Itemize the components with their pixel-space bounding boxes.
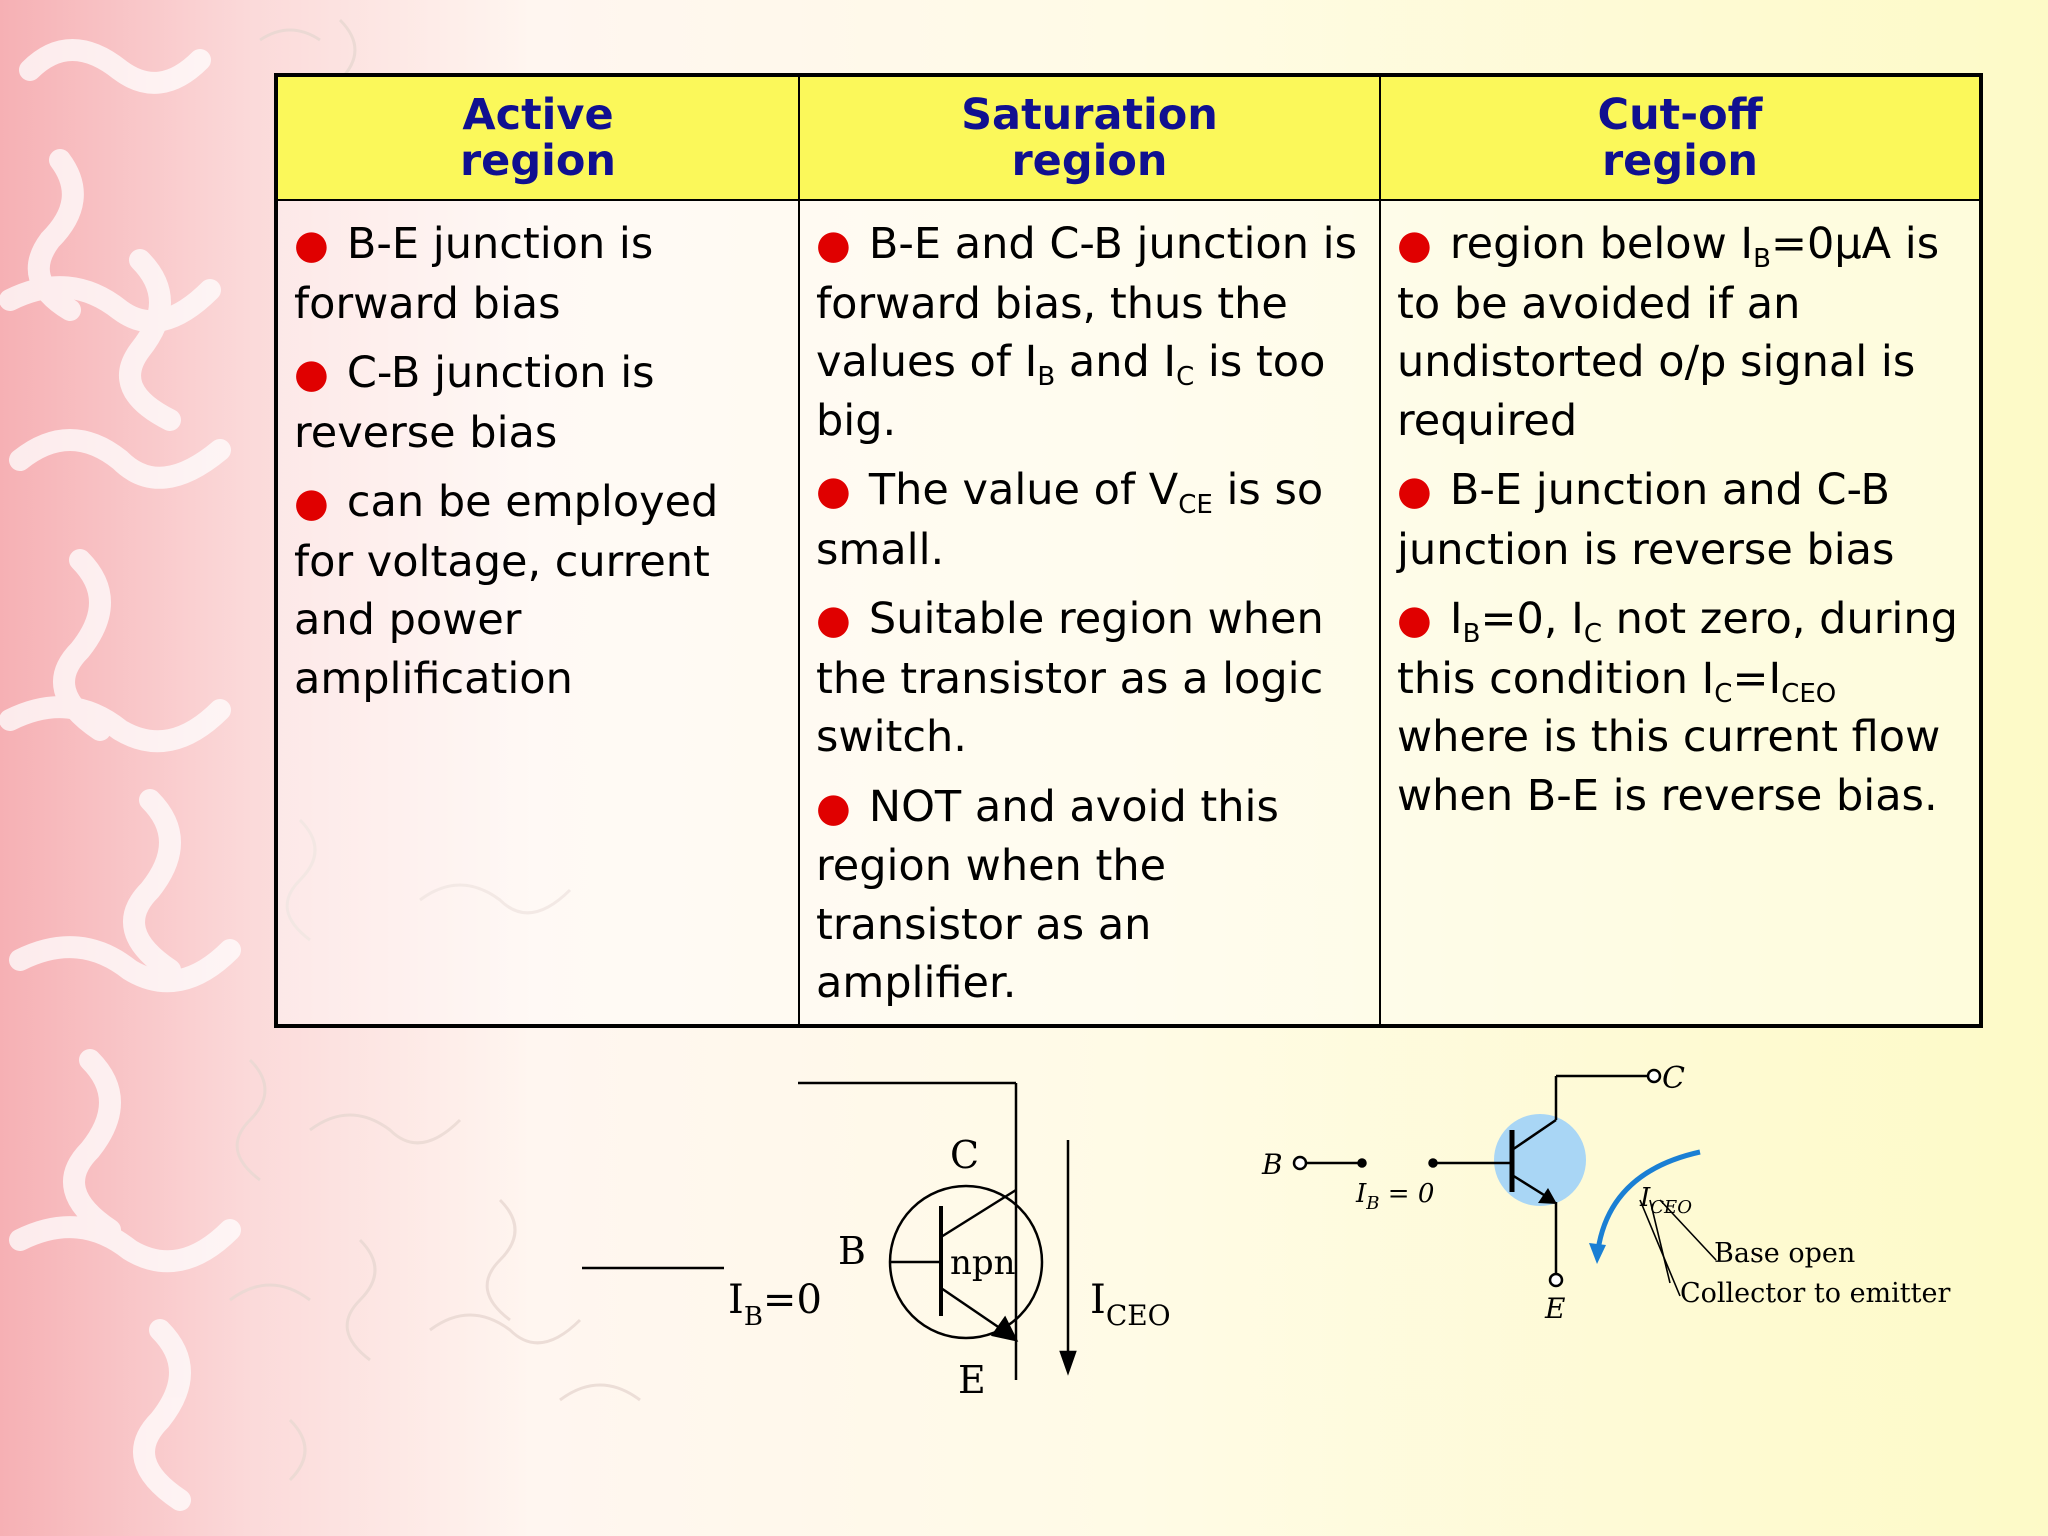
active-point-text: can be employed for voltage, current and…	[294, 477, 719, 704]
bullet-icon: ●	[1397, 222, 1432, 268]
label-b: B	[838, 1229, 866, 1273]
active-point: ●B-E junction is forward bias	[294, 215, 784, 333]
iceo-arrow-icon	[1059, 1350, 1077, 1376]
collector-lead	[1511, 1118, 1557, 1152]
cutoff-region-cell: ●region below IB=0µA is to be avoided if…	[1379, 199, 1982, 1027]
active-point-text: B-E junction is forward bias	[294, 219, 654, 329]
cutoff-point-text: region below I	[1449, 219, 1754, 269]
label-ib: IB=0	[728, 1277, 822, 1332]
open-point	[1357, 1158, 1367, 1168]
transistor-regions-table: Active region Saturation region Cut-off …	[274, 73, 1983, 1028]
bullet-icon: ●	[1397, 468, 1432, 514]
table-header-row: Active region Saturation region Cut-off …	[275, 74, 1982, 201]
header-saturation-region: Saturation region	[798, 74, 1381, 201]
label-iceo: ICEO	[1639, 1183, 1692, 1218]
note-collector-to-emitter: Collector to emitter	[1680, 1278, 1950, 1309]
saturation-point: ●NOT and avoid this region when the tran…	[816, 778, 1365, 1013]
subscript: C	[1583, 619, 1602, 649]
active-region-cell: ●B-E junction is forward bias ●C-B junct…	[275, 199, 800, 1027]
bullet-icon: ●	[816, 597, 851, 643]
subscript: CEO	[1781, 678, 1837, 709]
collector-terminal	[1646, 1068, 1662, 1084]
saturation-point-text: and I	[1055, 337, 1177, 387]
ib-main: I	[1355, 1179, 1367, 1209]
ib-main: I	[728, 1277, 744, 1323]
label-c: C	[950, 1133, 979, 1177]
iceo-arrow	[1595, 1149, 1701, 1251]
saturation-point-text: NOT and avoid this region when the trans…	[816, 781, 1279, 1009]
active-point-text: C-B junction is reverse bias	[294, 348, 655, 458]
cutoff-point-text: =I	[1732, 653, 1782, 704]
active-point: ●C-B junction is reverse bias	[294, 344, 784, 462]
subscript: B	[1037, 362, 1056, 392]
saturation-point: ● The value of VCE is so small.	[816, 461, 1365, 579]
cutoff-point: ●IB=0, IC not zero, during this conditio…	[1397, 590, 1965, 825]
iceo-sub: CEO	[1106, 1299, 1171, 1332]
saturation-point-text: The value of V	[868, 465, 1179, 515]
cutoff-point-text: I	[1449, 594, 1463, 644]
cutoff-point-text: =0, I	[1480, 594, 1584, 644]
bullet-icon: ●	[816, 222, 851, 268]
npn-cutoff-schematic	[582, 1081, 1077, 1380]
header-cutoff-region: Cut-off region	[1379, 74, 1982, 201]
saturation-point: ●Suitable region when the transistor as …	[816, 590, 1365, 767]
emitter-arrow-icon	[990, 1315, 1019, 1342]
note-pointer	[1649, 1199, 1671, 1284]
label-e: E	[958, 1358, 986, 1402]
cutoff-point-text: where is this current flow when B-E is r…	[1397, 712, 1941, 821]
base-terminal	[1292, 1155, 1308, 1171]
bullet-icon: ●	[816, 784, 851, 831]
bullet-icon: ●	[294, 351, 329, 397]
cutoff-point-text: =0µA is to be avoided if an undistorted …	[1397, 219, 1940, 446]
saturation-region-cell: ●B-E and C-B junction is forward bias, t…	[798, 199, 1381, 1027]
note-pointer	[1659, 1199, 1717, 1261]
bullet-icon: ●	[294, 222, 329, 268]
note-base-open: Base open	[1714, 1238, 1855, 1269]
ib-rest: =0	[763, 1277, 822, 1323]
saturation-point-text: B-E and C-B junction is forward bias, th…	[816, 219, 1357, 387]
cutoff-point: ● region below IB=0µA is to be avoided if…	[1397, 215, 1965, 450]
iceo-main: I	[1090, 1277, 1106, 1323]
subscript: B	[1753, 244, 1771, 274]
cutoff-point-text: not zero, during this condition I	[1397, 594, 1958, 704]
bullet-icon: ●	[816, 468, 851, 514]
table-body-row: ●B-E junction is forward bias ●C-B junct…	[275, 199, 1982, 1027]
emitter-terminal	[1548, 1272, 1564, 1288]
bullet-icon: ●	[294, 480, 329, 526]
cutoff-point-text: B-E junction and C-B junction is reverse…	[1397, 465, 1895, 575]
label-iceo: ICEO	[1090, 1277, 1171, 1332]
collector-lead	[940, 1188, 1017, 1239]
saturation-point-text: is so small.	[816, 465, 1324, 575]
subscript: C	[1176, 362, 1195, 392]
iceo-arrow-icon	[1589, 1243, 1606, 1264]
saturation-point-text: is too big.	[816, 337, 1326, 446]
subscript: CE	[1178, 490, 1213, 520]
label-b: B	[1261, 1148, 1283, 1181]
saturation-point: ●B-E and C-B junction is forward bias, t…	[816, 215, 1365, 450]
bullet-icon: ●	[1397, 597, 1432, 643]
note-pointer	[1639, 1199, 1681, 1297]
ib-sub: B	[1365, 1193, 1379, 1214]
iceo-main: I	[1639, 1183, 1651, 1213]
label-e: E	[1544, 1292, 1565, 1325]
active-point: ●can be employed for voltage, current an…	[294, 473, 784, 708]
label-c: C	[1662, 1061, 1685, 1096]
header-active-region: Active region	[275, 74, 800, 201]
cutoff-point: ●B-E junction and C-B junction is revers…	[1397, 461, 1965, 579]
label-npn: npn	[950, 1243, 1016, 1283]
subscript: C	[1714, 678, 1733, 709]
iceo-sub: CEO	[1650, 1197, 1692, 1218]
subscript: B	[1462, 619, 1481, 649]
transistor-open-base-schematic	[1292, 1068, 1717, 1297]
emitter-arrow-icon	[1538, 1188, 1557, 1204]
ib-rest: = 0	[1380, 1179, 1435, 1209]
transistor-body	[1494, 1114, 1586, 1206]
ib-sub: B	[744, 1302, 763, 1332]
saturation-point-text: Suitable region when the transistor as a…	[816, 594, 1324, 762]
label-ib: IB = 0	[1355, 1179, 1434, 1214]
